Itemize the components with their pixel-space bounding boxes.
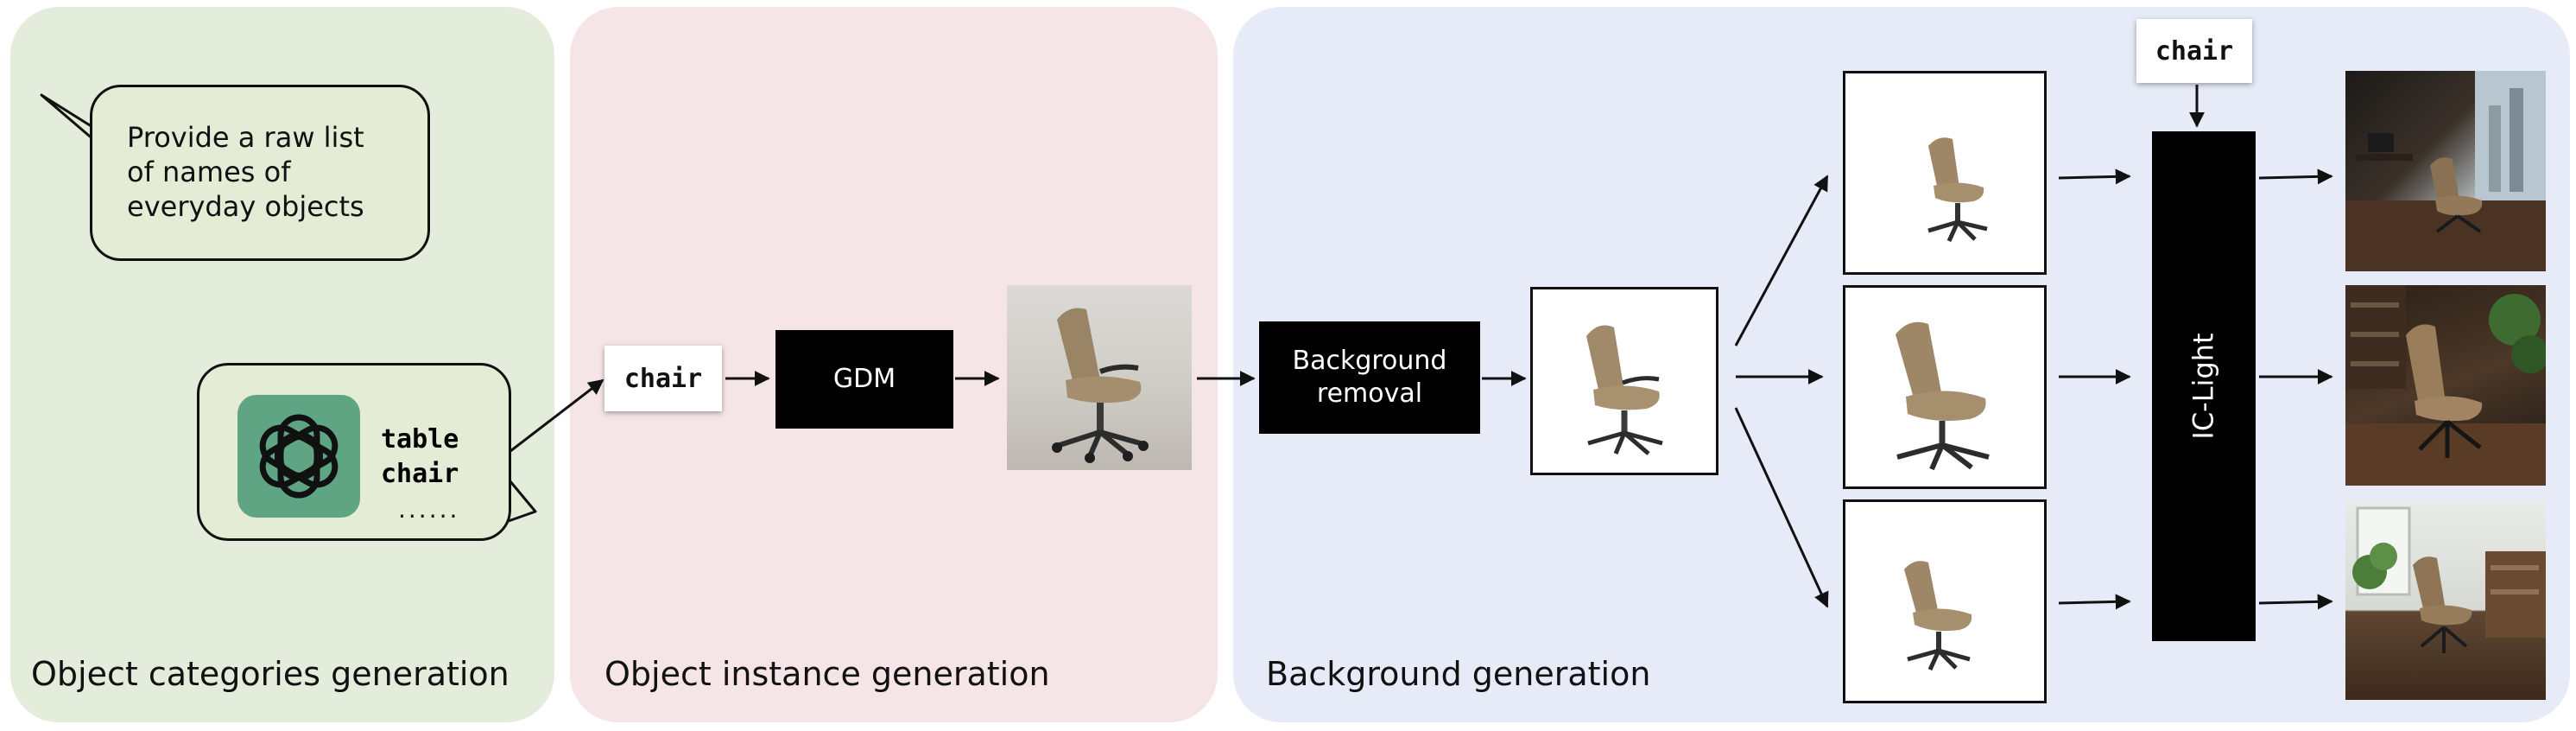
arrow-top-to-iclight	[2058, 168, 2131, 185]
gdm-box: GDM	[775, 330, 953, 429]
background-removal-label-2: removal	[1316, 378, 1423, 409]
list-item-chair: chair	[381, 459, 459, 489]
relit-scene-bottom	[2345, 499, 2546, 700]
instance-panel-title: Object instance generation	[604, 655, 1050, 693]
condition-chip: chair	[2136, 19, 2252, 83]
cutout-chair-frame	[1530, 287, 1718, 475]
background-panel-title: Background generation	[1266, 655, 1651, 693]
prompt-line-3: everyday objects	[127, 190, 364, 223]
categories-panel-title: Object categories generation	[31, 655, 510, 693]
list-ellipsis: ......	[398, 495, 460, 524]
ic-light-box: IC-Light	[2152, 131, 2256, 641]
prompt-line-2: of names of	[127, 156, 291, 188]
background-removal-box: Background removal	[1259, 321, 1480, 434]
arrow-cutout-to-bot	[1734, 407, 1829, 608]
object-view-bottom	[1843, 499, 2047, 703]
generated-chair-image	[1007, 285, 1192, 470]
relit-scene-top	[2345, 71, 2546, 271]
arrow-bot-to-iclight	[2058, 594, 2131, 610]
background-removal-label-1: Background	[1292, 346, 1447, 376]
arrow-iclight-to-top	[2258, 168, 2333, 185]
prompt-line-1: Provide a raw list	[127, 121, 364, 154]
object-view-middle	[1843, 285, 2047, 489]
relit-scene-middle	[2345, 285, 2546, 486]
response-bubble: table chair ......	[197, 363, 511, 541]
list-item-table: table	[381, 424, 459, 454]
arrow-cutout-to-top	[1734, 175, 1829, 346]
openai-logo-icon	[237, 395, 360, 518]
object-view-top	[1843, 71, 2047, 275]
arrow-iclight-to-bot	[2258, 594, 2333, 610]
prompt-bubble: Provide a raw list of names of everyday …	[90, 85, 430, 261]
query-chip: chair	[604, 346, 722, 411]
ic-light-label: IC-Light	[2187, 333, 2220, 440]
